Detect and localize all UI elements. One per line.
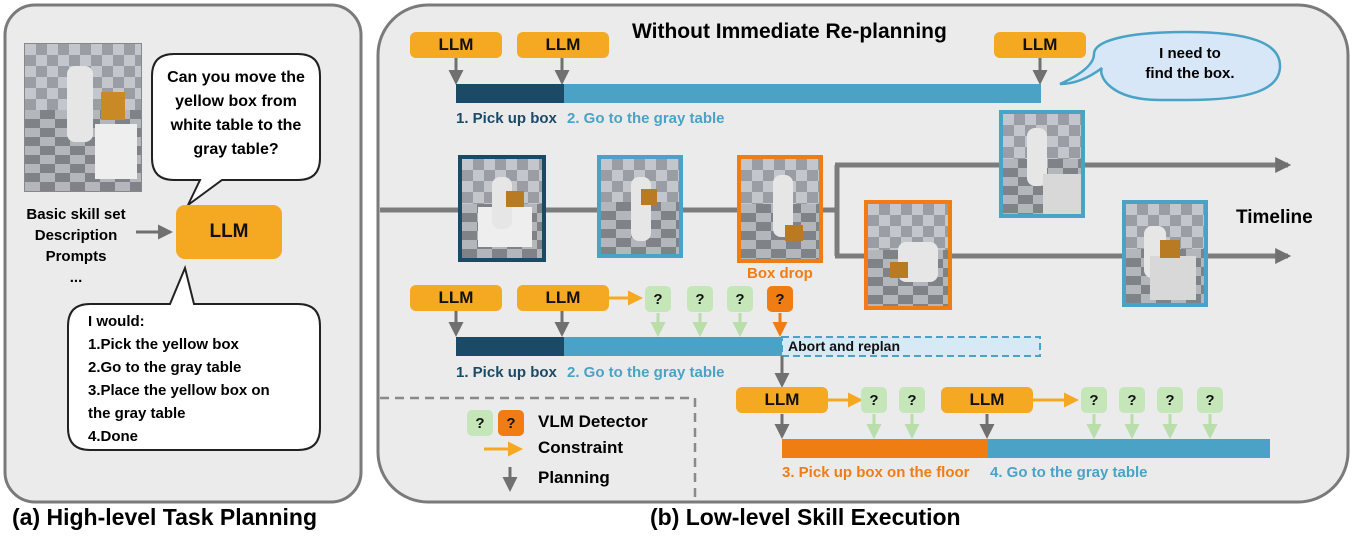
legend-detector-label: VLM Detector	[538, 412, 648, 431]
bottom-step-pickup-floor: 3. Pick up box on the floor	[782, 464, 970, 481]
timeline-label: Timeline	[1236, 207, 1313, 228]
user-bubble-text: Can you move the yellow box from white t…	[167, 69, 305, 158]
vlm-check-bottom-4: ?	[1119, 387, 1145, 413]
vlm-check-mid-3: ?	[727, 286, 753, 312]
vlm-check-mid-1: ?	[645, 286, 671, 312]
top-bar-goto	[564, 84, 1041, 103]
mid-bar-goto	[564, 337, 782, 356]
vlm-check-bottom-5: ?	[1157, 387, 1183, 413]
vlm-check-bottom-2: ?	[899, 387, 925, 413]
caption-a: (a) High-level Task Planning	[12, 504, 318, 530]
llm-inputs-text: Basic skill set Description Prompts ...	[26, 206, 126, 286]
mid-bar-aborted	[781, 336, 1041, 357]
legend-divider	[380, 396, 697, 500]
top-step-goto: 2. Go to the gray table	[567, 110, 725, 127]
mid-step-pickup: 1. Pick up box	[456, 364, 557, 381]
mid-bar-pickup	[456, 337, 564, 356]
vlm-check-bottom-1: ?	[861, 387, 887, 413]
bottom-bar-goto	[988, 439, 1270, 458]
caption-b: (b) Low-level Skill Execution	[650, 504, 961, 530]
thought-bubble-text: I need to find the box.	[1145, 45, 1235, 82]
sim-frame-floor-pick	[864, 200, 952, 310]
vlm-check-mid-alert: ?	[767, 286, 793, 312]
plan-bubble-shape	[67, 264, 321, 451]
llm-box-bottom-2: LLM	[941, 387, 1033, 413]
llm-box-top-3: LLM	[994, 32, 1086, 58]
sim-frame-place	[1122, 200, 1208, 307]
top-bar-pickup	[456, 84, 564, 103]
plan-bubble-text: I would: 1.Pick the yellow box 2.Go to t…	[88, 313, 270, 445]
panel-b-title: Without Immediate Re-planning	[632, 20, 947, 43]
llm-box-bottom-1: LLM	[736, 387, 828, 413]
sim-frame-drop	[737, 155, 823, 263]
sim-frame-carry	[597, 155, 683, 258]
llm-box-mid-2: LLM	[517, 285, 609, 311]
thought-bubble-shape	[1059, 30, 1282, 102]
legend-green-icon: ?	[467, 410, 493, 436]
legend-constraint-label: Constraint	[538, 438, 623, 457]
vlm-check-bottom-3: ?	[1081, 387, 1107, 413]
bottom-step-goto: 4. Go to the gray table	[990, 464, 1148, 481]
box-drop-label: Box drop	[747, 265, 813, 282]
llm-box-main: LLM	[176, 205, 282, 259]
legend-orange-icon: ?	[498, 410, 524, 436]
mid-step-goto: 2. Go to the gray table	[567, 364, 725, 381]
robot-thumbnail	[24, 43, 142, 192]
vlm-check-bottom-6: ?	[1197, 387, 1223, 413]
llm-box-top-2: LLM	[517, 32, 609, 58]
vlm-check-mid-2: ?	[687, 286, 713, 312]
llm-box-mid-1: LLM	[410, 285, 502, 311]
sim-frame-pick	[458, 155, 546, 262]
sim-frame-search	[999, 110, 1085, 218]
llm-box-top-1: LLM	[410, 32, 502, 58]
top-step-pickup: 1. Pick up box	[456, 110, 557, 127]
bottom-bar-pickup-floor	[782, 439, 988, 458]
abort-replan-label: Abort and replan	[788, 338, 901, 354]
legend-planning-label: Planning	[538, 468, 610, 487]
